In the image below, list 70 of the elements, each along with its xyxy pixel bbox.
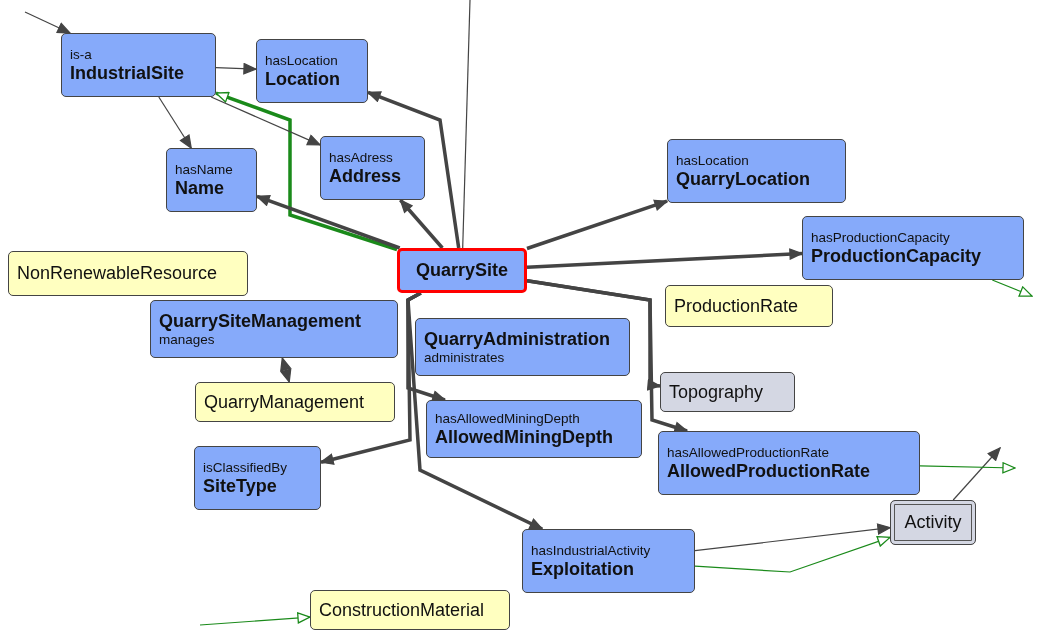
class-box: [665, 285, 833, 327]
property-label: isClassifiedBy: [203, 459, 289, 476]
property-label: hasLocation: [676, 152, 750, 169]
class-name: AllowedProductionRate: [667, 460, 871, 482]
relation-arrow: [210, 96, 321, 146]
relation-arrow: [526, 248, 803, 270]
class-box: [658, 431, 920, 495]
relation-arrow: [24, 11, 71, 34]
class-name: QuarrySite: [415, 260, 508, 281]
class-box: [660, 372, 795, 412]
class-name: Topography: [669, 381, 765, 403]
class-name: QuarryManagement: [204, 391, 366, 413]
class-box: [426, 400, 642, 458]
relation-arrow: [158, 96, 192, 149]
relation-arrow: [952, 447, 1001, 501]
property-label: hasIndustrialActivity: [531, 542, 652, 559]
property-label: manages: [159, 331, 216, 348]
property-label: hasAllowedProductionRate: [667, 444, 831, 461]
class-name: ProductionCapacity: [811, 245, 983, 267]
class-box: [166, 148, 257, 212]
relation-arrow: [694, 523, 891, 552]
class-name: QuarryAdministration: [424, 328, 612, 350]
class-box: [150, 300, 398, 358]
relation-arrow: [406, 291, 543, 531]
connector-line: [462, 0, 471, 249]
relation-arrow: [280, 357, 292, 383]
relation-arrow: [526, 278, 688, 433]
class-box: [194, 446, 321, 510]
relation-arrow: [399, 198, 444, 250]
property-label: hasName: [175, 161, 234, 178]
subclass-arrow: [199, 612, 311, 626]
class-name: SiteType: [203, 475, 278, 497]
class-box: [61, 33, 216, 97]
property-label: administrates: [424, 349, 506, 366]
class-box: [522, 529, 695, 593]
subclass-arrow: [694, 535, 891, 573]
class-box: [8, 251, 248, 296]
property-label: hasProductionCapacity: [811, 229, 951, 246]
relation-arrow: [256, 194, 401, 250]
subclass-arrow: [919, 462, 1016, 474]
relation-arrow: [215, 63, 257, 75]
property-label: hasAllowedMiningDepth: [435, 410, 581, 427]
selected-class-box: [397, 248, 527, 293]
class-box: [256, 39, 368, 103]
class-box: [310, 590, 510, 630]
class-name: Exploitation: [531, 558, 635, 580]
class-name: Address: [329, 165, 403, 187]
class-name: IndustrialSite: [70, 62, 186, 84]
class-name: Location: [265, 68, 341, 90]
subclass-arrow: [991, 279, 1033, 297]
class-name: ProductionRate: [674, 295, 800, 317]
class-name: QuarrySiteManagement: [159, 310, 363, 332]
class-box: [415, 318, 630, 376]
class-name: Name: [175, 177, 226, 199]
property-label: hasAdress: [329, 149, 394, 166]
property-label: hasLocation: [265, 52, 339, 69]
relation-arrow: [526, 199, 668, 251]
class-box: [667, 139, 846, 203]
subclass-arrow: [215, 91, 398, 252]
class-box: [802, 216, 1024, 280]
class-name: AllowedMiningDepth: [435, 426, 614, 448]
class-name: Activity: [904, 512, 962, 533]
class-box: [195, 382, 395, 422]
class-name: NonRenewableResource: [17, 263, 219, 284]
class-name: QuarryLocation: [676, 168, 812, 190]
property-label: is-a: [70, 46, 93, 63]
class-name: ConstructionMaterial: [319, 599, 486, 621]
class-box: [890, 500, 976, 545]
relation-arrow: [367, 90, 461, 249]
class-box: [320, 136, 425, 200]
